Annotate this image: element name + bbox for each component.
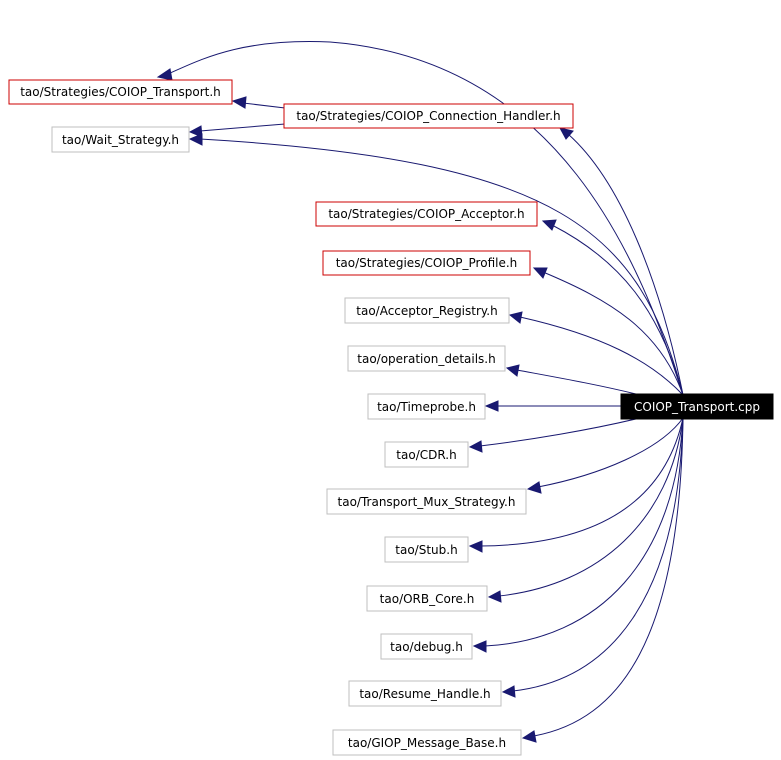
edge-root-to-cdr-h bbox=[479, 417, 641, 447]
node-label: tao/operation_details.h bbox=[357, 352, 495, 366]
node-label: tao/Strategies/COIOP_Transport.h bbox=[20, 85, 221, 99]
arrowhead bbox=[526, 481, 542, 494]
arrowhead bbox=[188, 125, 203, 138]
node-resume-handle-h[interactable]: tao/Resume_Handle.h bbox=[348, 680, 502, 707]
arrowhead bbox=[508, 311, 523, 324]
arrowhead bbox=[468, 440, 483, 453]
node-coiop-profile-h[interactable]: tao/Strategies/COIOP_Profile.h bbox=[322, 250, 531, 276]
node-label: tao/Strategies/COIOP_Connection_Handler.… bbox=[296, 109, 560, 123]
node-label: tao/Stub.h bbox=[395, 543, 457, 557]
edge-connection-handler-to-wait-strategy-h bbox=[199, 123, 286, 132]
node-orb-core-h[interactable]: tao/ORB_Core.h bbox=[366, 585, 488, 612]
edge-root-to-acceptor-registry-h bbox=[519, 316, 684, 396]
node-label: tao/debug.h bbox=[390, 640, 463, 654]
node-label: tao/Acceptor_Registry.h bbox=[356, 304, 497, 318]
node-timeprobe-h[interactable]: tao/Timeprobe.h bbox=[367, 393, 486, 420]
node-debug-h[interactable]: tao/debug.h bbox=[380, 633, 473, 660]
arrowhead bbox=[484, 400, 499, 412]
arrowhead bbox=[156, 68, 173, 81]
edge-root-to-transport-mux-strategy-h bbox=[537, 417, 684, 488]
arrowhead bbox=[231, 96, 247, 109]
node-coiop-acceptor-h[interactable]: tao/Strategies/COIOP_Acceptor.h bbox=[315, 201, 538, 227]
node-label: tao/Strategies/COIOP_Profile.h bbox=[336, 256, 518, 270]
node-label: COIOP_Transport.cpp bbox=[634, 400, 760, 414]
edges bbox=[156, 41, 684, 743]
arrowhead bbox=[521, 730, 537, 743]
edge-root-to-acceptor-h bbox=[551, 224, 684, 396]
node-giop-message-base-h[interactable]: tao/GIOP_Message_Base.h bbox=[332, 729, 522, 756]
arrowhead bbox=[559, 127, 574, 140]
edge-connection-handler-to-coiop-transport-h bbox=[242, 102, 286, 109]
arrowhead bbox=[501, 685, 516, 698]
edge-root-to-wait-strategy-h bbox=[199, 138, 684, 396]
arrowhead bbox=[541, 219, 557, 231]
edge-root-to-coiop-transport-h bbox=[167, 41, 684, 396]
arrowhead bbox=[188, 133, 203, 146]
node-acceptor-registry-h[interactable]: tao/Acceptor_Registry.h bbox=[344, 297, 510, 324]
node-coiop-connection-handler-h[interactable]: tao/Strategies/COIOP_Connection_Handler.… bbox=[283, 103, 574, 129]
node-label: tao/Transport_Mux_Strategy.h bbox=[338, 495, 516, 509]
node-coiop-transport-h[interactable]: tao/Strategies/COIOP_Transport.h bbox=[8, 79, 233, 105]
edge-root-to-giop-message-base-h bbox=[533, 417, 684, 737]
node-label: tao/Timeprobe.h bbox=[377, 400, 476, 414]
edge-root-to-operation-details-h bbox=[516, 369, 641, 396]
arrowhead bbox=[487, 590, 502, 603]
node-root-coiop-transport-cpp[interactable]: COIOP_Transport.cpp bbox=[620, 393, 774, 420]
node-label: tao/Resume_Handle.h bbox=[359, 687, 490, 701]
arrowhead bbox=[472, 640, 487, 653]
edge-root-to-profile-h bbox=[542, 271, 684, 396]
node-label: tao/Strategies/COIOP_Acceptor.h bbox=[328, 207, 524, 221]
edge-root-to-stub-h bbox=[479, 417, 684, 547]
node-label: tao/ORB_Core.h bbox=[380, 592, 475, 606]
arrowhead bbox=[532, 267, 548, 279]
node-transport-mux-strategy-h[interactable]: tao/Transport_Mux_Strategy.h bbox=[326, 488, 527, 515]
edge-root-to-debug-h bbox=[484, 417, 684, 647]
node-cdr-h[interactable]: tao/CDR.h bbox=[384, 441, 469, 468]
node-label: tao/Wait_Strategy.h bbox=[62, 133, 179, 147]
edge-root-to-orb-core-h bbox=[498, 417, 684, 597]
arrowhead bbox=[505, 364, 520, 377]
node-stub-h[interactable]: tao/Stub.h bbox=[384, 536, 469, 563]
edge-root-to-resume-handle-h bbox=[512, 417, 684, 692]
node-label: tao/GIOP_Message_Base.h bbox=[348, 736, 506, 750]
arrowhead bbox=[468, 540, 483, 553]
edge-root-to-connection-handler-h bbox=[567, 133, 684, 396]
node-label: tao/CDR.h bbox=[396, 448, 456, 462]
node-operation-details-h[interactable]: tao/operation_details.h bbox=[347, 345, 506, 372]
node-wait-strategy-h[interactable]: tao/Wait_Strategy.h bbox=[51, 126, 190, 153]
